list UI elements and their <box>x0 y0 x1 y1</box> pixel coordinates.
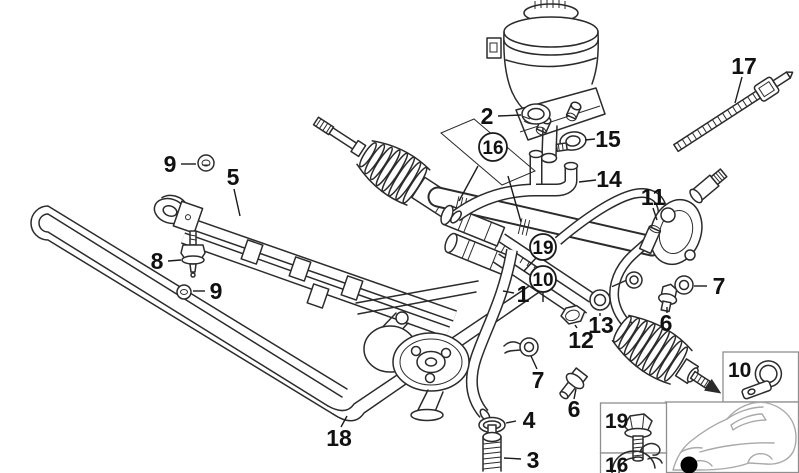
oring-and-fitting-illustration <box>478 416 506 472</box>
pipe-clamp-illustration <box>741 360 783 400</box>
circle-19 <box>529 233 557 261</box>
callout-9: 9 <box>164 151 177 177</box>
cable-strap-illustration <box>673 71 794 153</box>
location-dot <box>680 456 698 473</box>
leader-lines <box>167 76 743 460</box>
callout-9b: 9 <box>210 278 223 304</box>
circle-16 <box>478 132 508 162</box>
callout-3: 3 <box>527 447 540 473</box>
callout-14: 14 <box>596 166 622 192</box>
banjo-eyelet <box>153 194 204 234</box>
hose-clamp <box>555 131 587 153</box>
callout-1: 1 <box>517 281 530 307</box>
pump-illustration <box>355 280 479 422</box>
banjo-eyelet <box>611 271 643 289</box>
reservoir-illustration <box>450 0 606 224</box>
right-pipe-and-valve-illustration <box>554 168 728 394</box>
inset-label-10: 10 <box>728 359 751 382</box>
callout-12: 12 <box>568 327 594 353</box>
callout-6b: 6 <box>660 310 673 336</box>
callout-15: 15 <box>595 126 621 152</box>
callout-labels: 1 2 3 4 5 6 6 7 7 8 9 9 11 12 13 14 15 1… <box>151 53 757 473</box>
band-clamp-illustration <box>611 442 663 473</box>
inset-panels: 10 19 16 <box>599 351 799 473</box>
callout-circled-10: 10 <box>532 270 553 291</box>
return-drop-hose-illustration <box>465 249 518 422</box>
callout-4: 4 <box>523 407 536 433</box>
inset-label-16: 16 <box>605 454 628 473</box>
callout-7b: 7 <box>713 273 726 299</box>
callout-11: 11 <box>641 184 666 210</box>
pressure-hose-bundle-illustration <box>153 194 457 338</box>
pinion-shaft <box>689 168 728 204</box>
circle-10 <box>529 265 557 293</box>
cooler-pipe-illustration <box>30 205 562 422</box>
callout-13: 13 <box>588 312 614 338</box>
callout-5: 5 <box>227 164 240 190</box>
bellows-boot <box>611 314 722 394</box>
callout-17: 17 <box>731 53 757 79</box>
callout-circled-16: 16 <box>482 138 503 159</box>
callout-7: 7 <box>532 367 545 393</box>
circled-callouts: 16 19 10 <box>478 132 557 293</box>
callout-2: 2 <box>481 103 494 129</box>
car-silhouette <box>672 401 797 473</box>
callout-8: 8 <box>151 248 164 274</box>
callout-circled-19: 19 <box>532 238 553 259</box>
callout-18: 18 <box>326 425 352 451</box>
sensor-and-nuts-illustration <box>176 154 215 300</box>
grommet <box>521 103 551 125</box>
tie-rod-arrow <box>704 378 722 394</box>
inset-label-19: 19 <box>605 410 628 433</box>
hex-bolt-illustration <box>623 413 653 462</box>
callout-6: 6 <box>568 396 581 422</box>
fittings-illustration <box>503 275 694 400</box>
